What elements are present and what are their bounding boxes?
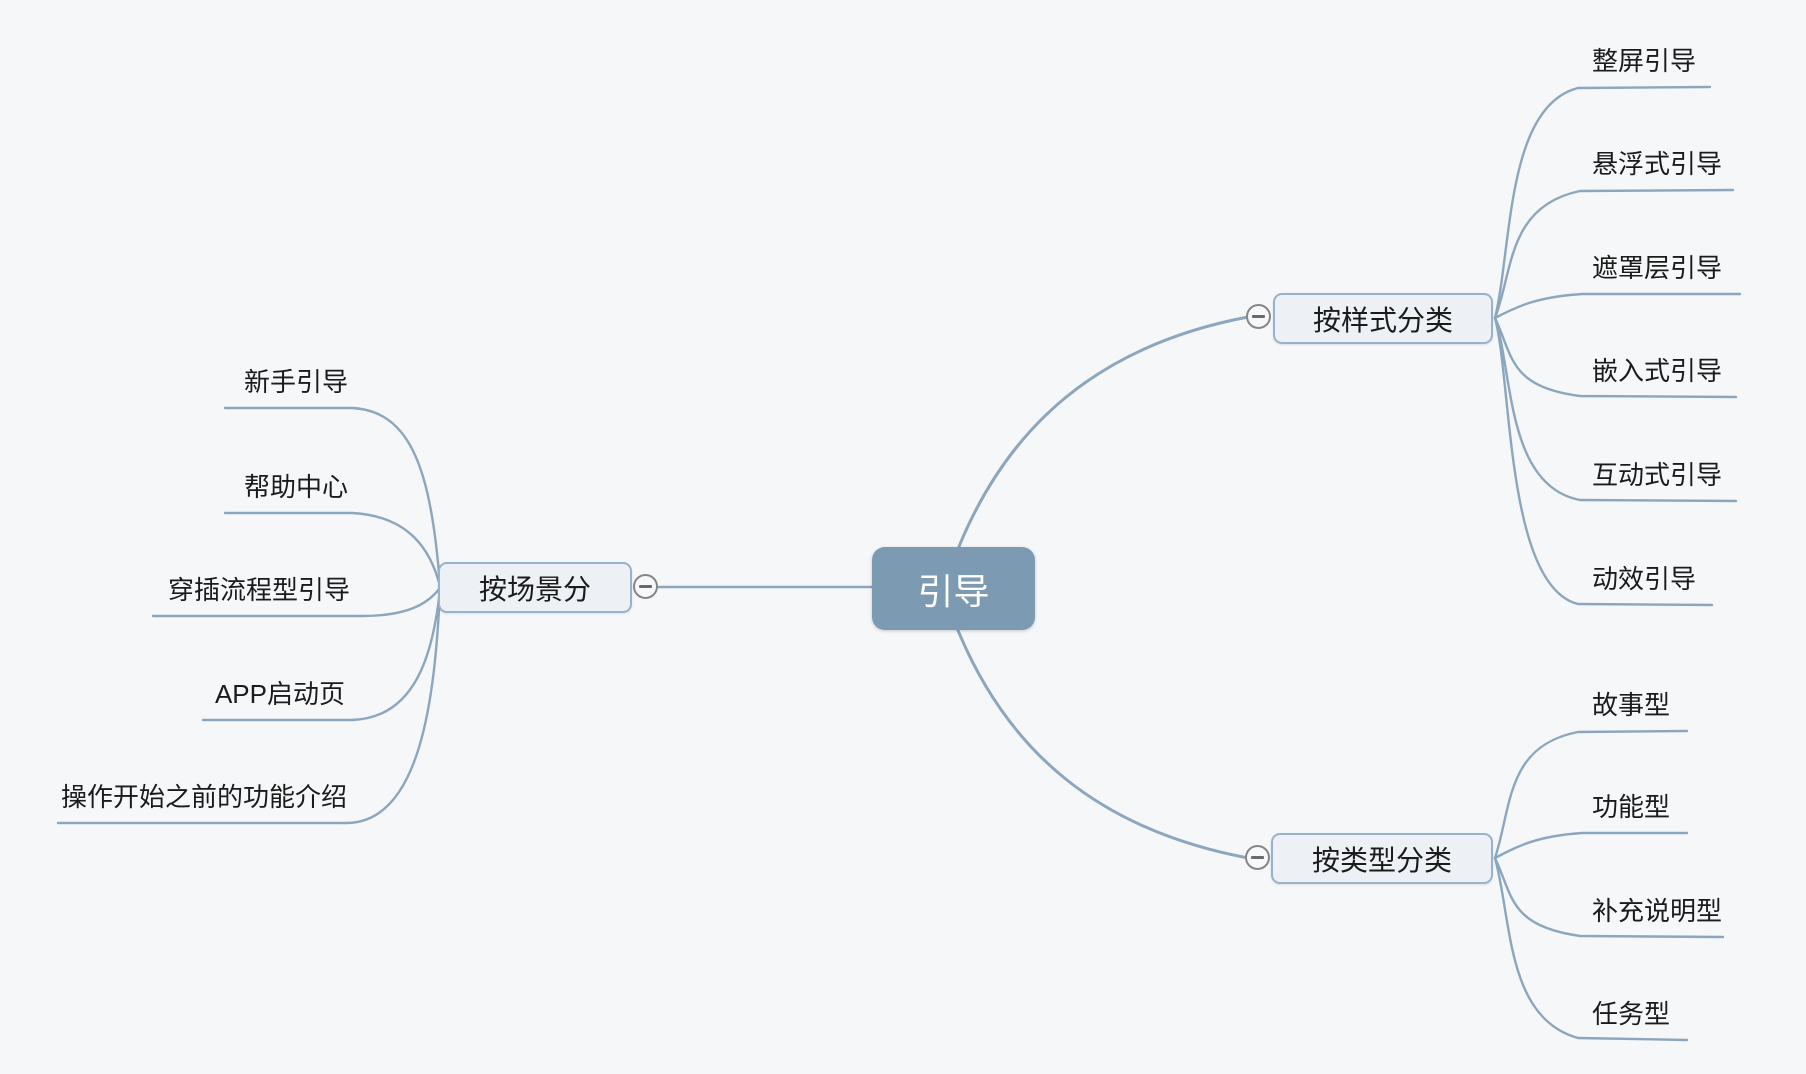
leaf-topic[interactable]: 互动式引导 (1592, 460, 1723, 490)
leaf-topic[interactable]: 悬浮式引导 (1592, 149, 1723, 179)
collapse-minus-icon[interactable] (1246, 304, 1271, 329)
minus-bar (1251, 856, 1264, 859)
leaf-topic[interactable]: 遮罩层引导 (1592, 253, 1723, 283)
connector-root-to-style (956, 315, 1250, 551)
connector-leaf-line (223, 406, 442, 587)
branch-node-by-type[interactable]: 按类型分类 (1271, 833, 1493, 884)
collapse-minus-icon[interactable] (1245, 845, 1270, 870)
leaf-topic[interactable]: 故事型 (1592, 690, 1671, 720)
minus-bar (1252, 315, 1265, 318)
connector-leaf-line (1493, 856, 1725, 939)
branch-node-by-style[interactable]: 按样式分类 (1273, 293, 1493, 344)
connector-leaf-line (1493, 85, 1712, 320)
minus-bar (639, 585, 652, 588)
leaf-topic[interactable]: 动效引导 (1592, 564, 1697, 594)
connector-root-to-type (955, 626, 1250, 860)
leaf-topic[interactable]: 任务型 (1592, 999, 1671, 1029)
leaf-topic[interactable]: 补充说明型 (1592, 896, 1723, 926)
connector-leaf-line (1493, 188, 1735, 320)
branch-node-by-scene[interactable]: 按场景分 (438, 562, 632, 613)
connector-leaf-line (1493, 292, 1742, 320)
leaf-topic[interactable]: 操作开始之前的功能介绍 (60, 782, 347, 812)
connector-leaf-line (201, 588, 442, 722)
leaf-topic[interactable]: 新手引导 (243, 367, 348, 397)
leaf-topic[interactable]: 整屏引导 (1592, 46, 1697, 76)
connector-leaf-line (1493, 316, 1738, 503)
collapse-minus-icon[interactable] (633, 574, 658, 599)
connector-leaf-line (223, 511, 442, 588)
connector-leaf-line (1493, 316, 1738, 399)
connector-leaf-line (1493, 856, 1689, 1042)
central-topic[interactable]: 引导 (872, 547, 1035, 630)
leaf-topic[interactable]: 穿插流程型引导 (167, 575, 350, 605)
leaf-topic[interactable]: APP启动页 (214, 679, 345, 709)
connector-leaf-line (1493, 729, 1689, 860)
connector-leaf-line (56, 588, 442, 825)
leaf-topic[interactable]: 嵌入式引导 (1592, 356, 1723, 386)
connector-leaf-line (1493, 831, 1689, 860)
leaf-topic[interactable]: 帮助中心 (243, 472, 348, 502)
leaf-topic[interactable]: 功能型 (1592, 792, 1671, 822)
connector-leaf-line (151, 586, 442, 618)
connector-leaf-line (1493, 316, 1714, 607)
